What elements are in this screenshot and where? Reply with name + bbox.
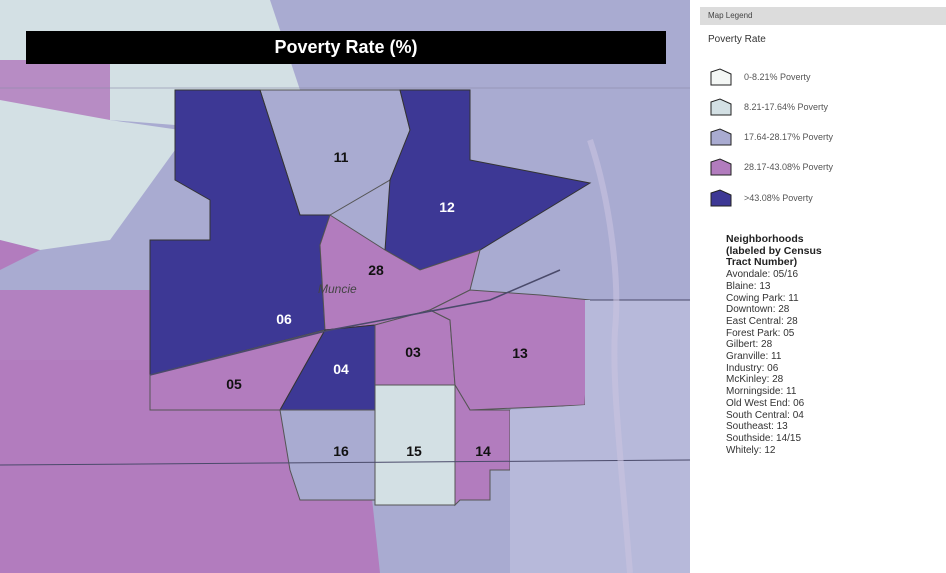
neighborhood-title-line: Tract Number): [726, 256, 798, 269]
tract-16[interactable]: [279, 409, 376, 501]
neighborhood-item: Avondale: 05/16: [726, 269, 799, 281]
tract-label-16: 16: [333, 443, 349, 459]
tract-label-13: 13: [512, 345, 528, 361]
legend-header: Map Legend: [700, 7, 946, 25]
region-east-light: [510, 300, 690, 573]
legend-item: 28.17-43.08% Poverty: [710, 158, 940, 180]
legend-panel: Map Legend Poverty Rate 0-8.21% Poverty …: [700, 2, 946, 573]
place-label-muncie: Muncie: [318, 282, 357, 296]
neighborhood-item: Old West End: 06: [726, 397, 805, 409]
neighborhood-item: Southside: 14/15: [726, 432, 802, 444]
neighborhood-item: South Central: 04: [726, 409, 804, 421]
neighborhood-item: Industry: 06: [726, 362, 779, 374]
legend-label: 0-8.21% Poverty: [744, 72, 811, 82]
tract-14[interactable]: [454, 383, 511, 507]
legend-swatch-icon: [710, 128, 732, 146]
legend-swatch-icon: [710, 98, 732, 116]
road-south: [0, 459, 690, 466]
legend-swatch-icon: [710, 158, 732, 176]
neighborhood-item: Blaine: 13: [726, 280, 771, 292]
legend-label: 17.64-28.17% Poverty: [744, 132, 834, 142]
neighborhood-item: Gilbert: 28: [726, 339, 773, 351]
tract-label-12: 12: [439, 199, 455, 215]
legend-label: 28.17-43.08% Poverty: [744, 162, 834, 172]
legend-item: 17.64-28.17% Poverty: [710, 128, 940, 150]
neighborhood-item: Downtown: 28: [726, 304, 790, 316]
legend-swatch-icon: [710, 189, 732, 207]
legend-label: >43.08% Poverty: [744, 193, 813, 203]
legend-item: 0-8.21% Poverty: [710, 68, 940, 90]
neighborhood-item: McKinley: 28: [726, 374, 784, 386]
neighborhood-item: Granville: 11: [726, 351, 782, 363]
region-nw-pink: [0, 60, 110, 120]
neighborhood-title-line: Neighborhoods: [726, 233, 804, 245]
neighborhood-title-line: (labeled by Census: [726, 244, 822, 257]
neighborhood-item: Forest Park: 05: [726, 327, 795, 339]
map-title: Poverty Rate (%): [26, 31, 666, 64]
tract-label-06: 06: [276, 311, 292, 327]
neighborhood-item: Morningside: 11: [726, 386, 797, 398]
tract-label-03: 03: [405, 344, 421, 360]
region-west-mid-pink: [0, 290, 150, 360]
tract-label-05: 05: [226, 376, 242, 392]
tract-label-04: 04: [333, 361, 349, 377]
legend-swatch-icon: [710, 68, 732, 86]
neighborhood-item: Whitely: 12: [726, 444, 776, 456]
tract-label-15: 15: [406, 443, 422, 459]
neighborhood-item: Southeast: 13: [726, 421, 788, 433]
legend-subtitle: Poverty Rate: [708, 34, 766, 45]
neighborhood-item: Cowing Park: 11: [726, 292, 799, 304]
legend-label: 8.21-17.64% Poverty: [744, 102, 829, 112]
neighborhood-item: East Central: 28: [726, 315, 798, 327]
tract-label-14: 14: [475, 443, 491, 459]
legend-item: 8.21-17.64% Poverty: [710, 98, 940, 120]
tract-label-28: 28: [368, 262, 384, 278]
poverty-map[interactable]: 11 12 28 06 04 03 13 05 16 15 14 Muncie: [0, 0, 690, 573]
tract-label-11: 11: [334, 149, 349, 165]
river: [587, 139, 633, 573]
road-diagonal: [149, 269, 561, 376]
neighborhood-list: Neighborhoods (labeled by Census Tract N…: [726, 233, 946, 456]
legend-item: >43.08% Poverty: [710, 189, 940, 211]
region-west-pink: [0, 240, 40, 270]
